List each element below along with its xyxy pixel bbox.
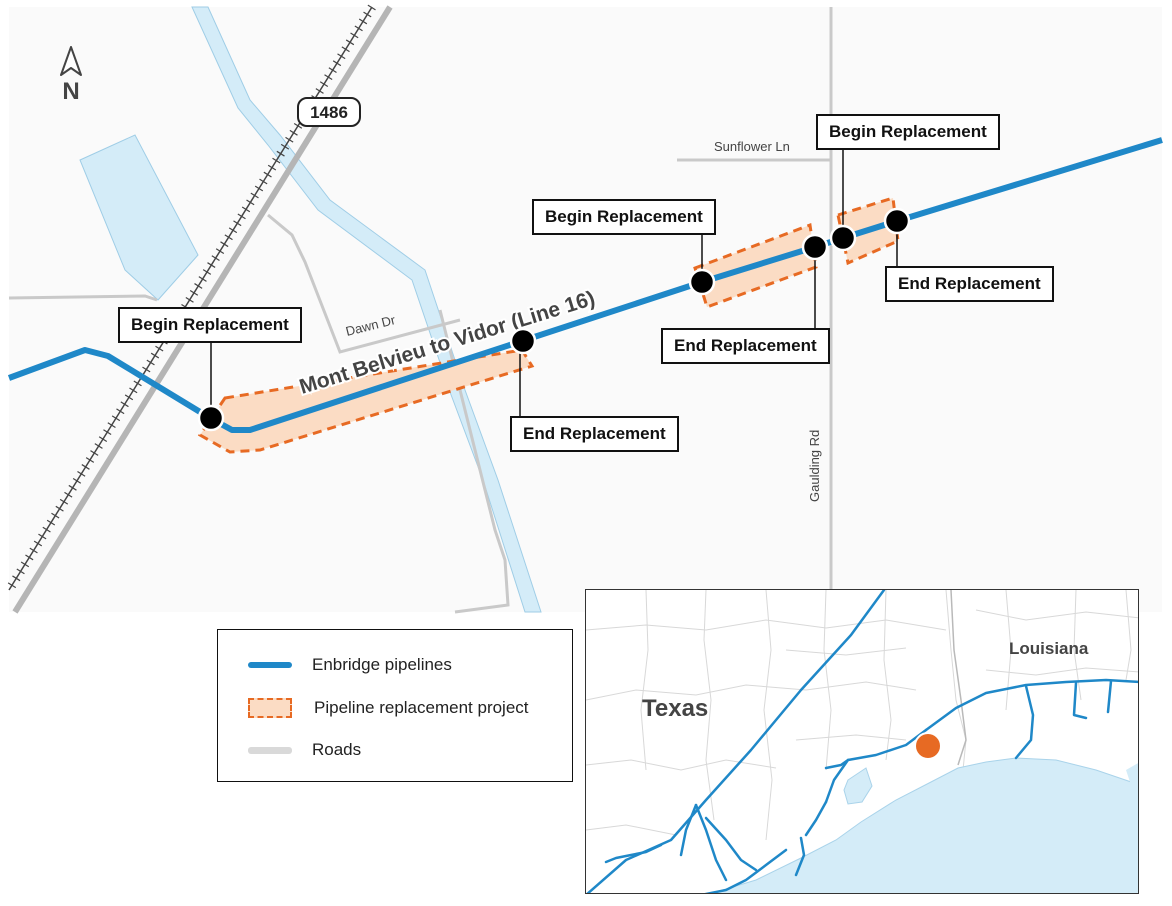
callout-begin-3: Begin Replacement [816,114,1000,150]
inset-map-svg: Texas Louisiana [586,590,1138,893]
inset-locator-map: Texas Louisiana [585,589,1139,894]
marker-end-1 [509,327,537,355]
galveston-bay [843,767,873,805]
road-swatch-icon [248,746,292,754]
canal [191,6,542,613]
road-label-sunflower: Sunflower Ln [714,139,790,154]
inset-pipelines [586,590,1138,893]
gulf-of-mexico [710,757,1138,893]
county-boundaries [586,590,1138,841]
callout-begin-2: Begin Replacement [532,199,716,235]
sabine-lake [1126,763,1138,788]
north-arrow-letter: N [62,78,79,105]
callout-end-1: End Replacement [510,416,679,452]
legend-item-pipelines: Enbridge pipelines [248,650,452,680]
legend-label-pipelines: Enbridge pipelines [312,655,452,674]
callout-end-3: End Replacement [885,266,1054,302]
legend-label-project: Pipeline replacement project [314,698,529,717]
callout-begin-1: Begin Replacement [118,307,302,343]
roads [8,7,833,614]
legend-item-roads: Roads [248,735,361,765]
road-label-gaulding: Gaulding Rd [807,430,822,502]
legend-item-project: Pipeline replacement project [248,693,529,723]
inset-label-louisiana: Louisiana [1009,639,1089,658]
marker-end-3 [883,207,911,235]
project-location-marker [914,732,942,760]
state-border [950,590,967,766]
marker-begin-3 [829,224,857,252]
north-arrow-icon [60,46,82,76]
marker-end-2 [801,233,829,261]
legend-label-roads: Roads [312,740,362,759]
map-legend: Enbridge pipelines Pipeline replacement … [217,629,573,782]
pipeline-swatch-icon [248,662,292,668]
callout-end-2: End Replacement [661,328,830,364]
marker-begin-2 [688,268,716,296]
inset-label-texas: Texas [642,695,708,722]
highway-shield [297,97,361,127]
replacement-points [197,207,911,432]
project-swatch-icon [248,698,292,718]
pond [79,134,199,301]
highway-shield-number: 1486 [310,103,348,122]
marker-begin-1 [197,404,225,432]
